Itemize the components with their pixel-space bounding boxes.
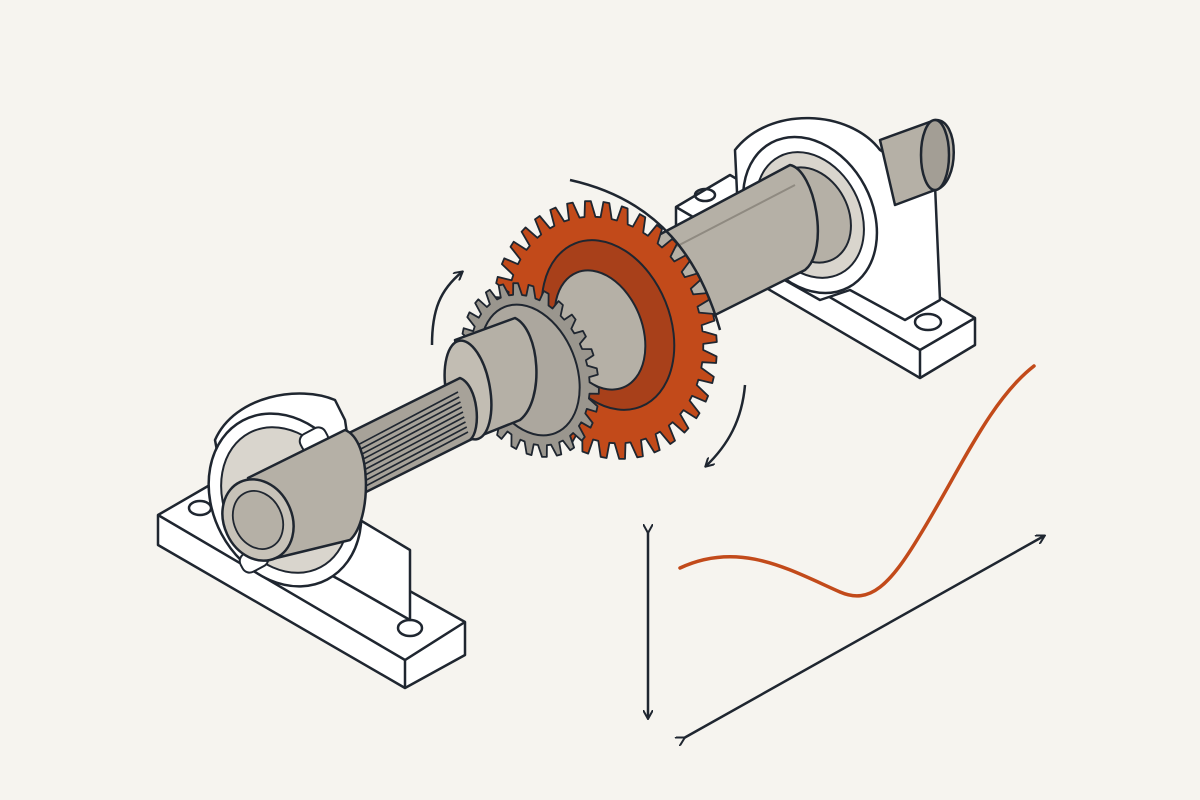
spline-groove (355, 406, 463, 464)
curved-arrow-icon (569, 178, 722, 331)
spline-groove (354, 401, 461, 459)
spline-groove (352, 396, 460, 454)
left-pillow-block-bearing (156, 392, 467, 690)
shaft-end-stub (878, 118, 955, 207)
spline-groove (356, 411, 464, 469)
response-curve (678, 364, 1036, 598)
shaft-left-section (343, 316, 538, 497)
spline-groove (357, 416, 465, 474)
curved-arrow-icon (706, 384, 747, 466)
spline-groove (359, 421, 466, 479)
double-headed-arrow-icon (684, 536, 1044, 738)
spline-groove (351, 391, 459, 449)
rotation-arrows (430, 178, 747, 466)
diagonal-axis-arrow (684, 536, 1044, 738)
curved-arrow-icon (430, 272, 462, 346)
spline-groove (361, 431, 469, 489)
spline-groove (360, 426, 468, 484)
